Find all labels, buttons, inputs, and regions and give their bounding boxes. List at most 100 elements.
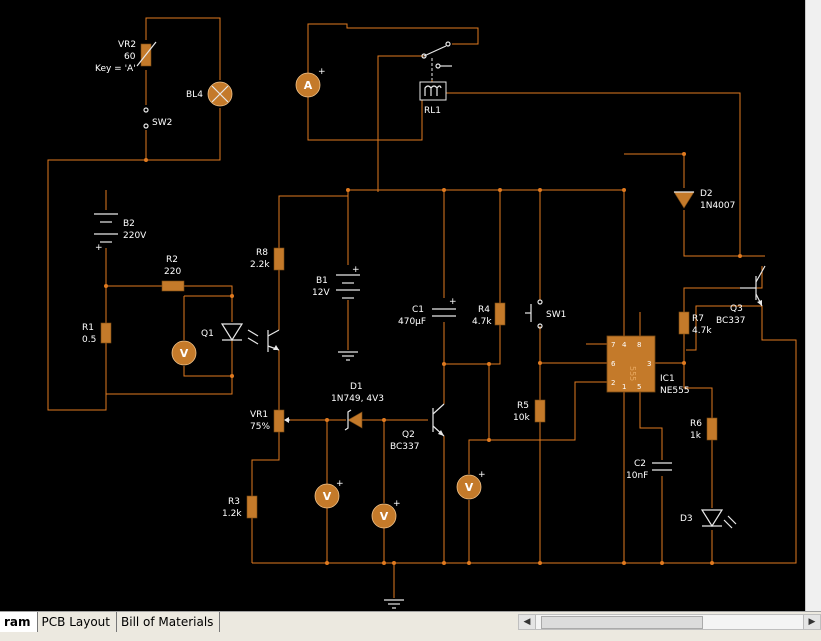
scroll-left-button[interactable]: ◀ <box>519 615 536 629</box>
r2-resistor[interactable]: R2 220 <box>161 255 185 292</box>
c2-value: 10nF <box>626 471 648 481</box>
q2-ref: Q2 <box>402 430 415 440</box>
r6-resistor[interactable]: R6 1k <box>690 417 718 441</box>
d2-ref: D2 <box>700 189 713 199</box>
bl4-ref: BL4 <box>186 90 203 100</box>
r6-ref: R6 <box>690 419 702 429</box>
b1-battery[interactable]: + B1 12V <box>312 265 360 299</box>
ground-symbol-main <box>384 599 404 609</box>
wires <box>47 17 797 598</box>
d3-led[interactable]: D3 <box>680 509 737 529</box>
svg-text:+: + <box>393 499 401 509</box>
c2-ref: C2 <box>634 459 646 469</box>
svg-text:+: + <box>318 67 326 77</box>
r2-value: 220 <box>164 267 181 277</box>
vm1-symbol: V <box>180 347 189 360</box>
r2-ref: R2 <box>166 255 178 265</box>
tab-bill-of-materials[interactable]: Bill of Materials <box>117 612 221 632</box>
svg-text:8: 8 <box>637 341 641 349</box>
r7-ref: R7 <box>692 314 704 324</box>
sw1-ref: SW1 <box>546 310 566 320</box>
svg-text:1: 1 <box>622 383 626 391</box>
r7-value: 4.7k <box>692 326 712 336</box>
junctions <box>104 152 742 565</box>
r1-ref: R1 <box>82 323 94 333</box>
svg-text:+: + <box>336 479 344 489</box>
r8-ref: R8 <box>256 248 268 258</box>
vr2-value: 60 <box>124 52 136 62</box>
vr1-ref: VR1 <box>250 410 268 420</box>
vm4-symbol: V <box>465 481 474 494</box>
q3-value: BC337 <box>716 316 745 326</box>
r3-ref: R3 <box>228 497 240 507</box>
scroll-thumb[interactable] <box>541 616 703 629</box>
horizontal-scrollbar[interactable]: ◀ ▶ <box>518 614 821 630</box>
b1-ref: B1 <box>316 276 328 286</box>
ic1-555-timer[interactable]: 555 7 4 8 6 3 2 1 5 IC1 NE555 <box>606 335 690 396</box>
ic1-value: NE555 <box>660 386 690 396</box>
vr1-value: 75% <box>250 422 270 432</box>
q2-transistor[interactable]: Q2 BC337 <box>390 403 445 452</box>
c1-capacitor[interactable]: + C1 470µF <box>398 297 457 327</box>
schematic-diagram[interactable]: VR2 60 Key = 'A' SW2 BL4 A + RL1 <box>0 0 805 611</box>
r7-resistor[interactable]: R7 4.7k <box>678 311 712 336</box>
svg-text:+: + <box>352 265 360 275</box>
b2-ref: B2 <box>123 219 135 229</box>
b2-value: 220V <box>123 231 147 241</box>
r1-value: 0.5 <box>82 335 96 345</box>
vr2-ref: VR2 <box>118 40 136 50</box>
tab-pcb-layout[interactable]: PCB Layout <box>38 612 117 632</box>
vr2-rheostat[interactable]: VR2 60 Key = 'A' <box>95 40 157 74</box>
svg-text:3: 3 <box>647 360 651 368</box>
d3-ref: D3 <box>680 514 693 524</box>
d1-value: 1N749, 4V3 <box>331 394 384 404</box>
sheet-tabs: ram PCB Layout Bill of Materials <box>0 612 221 632</box>
bl4-lamp[interactable]: BL4 <box>186 81 233 107</box>
svg-text:+: + <box>449 297 457 307</box>
r3-resistor[interactable]: R3 1.2k <box>222 495 258 519</box>
ammeter[interactable]: A + <box>295 67 326 98</box>
rl1-relay[interactable]: RL1 <box>419 41 452 116</box>
svg-text:4: 4 <box>622 341 627 349</box>
ammeter-symbol: A <box>304 79 313 92</box>
ic1-ref: IC1 <box>660 374 675 384</box>
q3-transistor[interactable]: Q3 BC337 <box>716 265 766 326</box>
bottom-bar: ram PCB Layout Bill of Materials ◀ ▶ <box>0 611 821 641</box>
b2-battery[interactable]: + B2 220V <box>94 213 147 253</box>
r5-resistor[interactable]: R5 10k <box>513 399 546 423</box>
d2-diode[interactable]: D2 1N4007 <box>673 189 735 211</box>
r4-resistor[interactable]: R4 4.7k <box>472 302 506 327</box>
r1-resistor[interactable]: R1 0.5 <box>82 322 112 345</box>
r4-ref: R4 <box>478 305 490 315</box>
d1-ref: D1 <box>350 382 363 392</box>
ground-symbol-b1 <box>338 351 358 361</box>
r6-value: 1k <box>690 431 702 441</box>
r4-value: 4.7k <box>472 317 492 327</box>
voltmeter-4[interactable]: V + <box>456 470 486 500</box>
voltmeter-3[interactable]: V + <box>371 499 401 529</box>
schematic-canvas[interactable]: VR2 60 Key = 'A' SW2 BL4 A + RL1 <box>0 0 805 611</box>
svg-text:+: + <box>478 470 486 480</box>
svg-text:2: 2 <box>611 379 615 387</box>
r5-ref: R5 <box>517 401 529 411</box>
svg-text:7: 7 <box>611 341 615 349</box>
r5-value: 10k <box>513 413 530 423</box>
sw2-switch[interactable]: SW2 <box>143 107 172 129</box>
tab-schematic[interactable]: ram <box>0 612 38 632</box>
vr2-key: Key = 'A' <box>95 64 136 74</box>
d1-zener-diode[interactable]: D1 1N749, 4V3 <box>331 382 384 431</box>
c2-capacitor[interactable]: C2 10nF <box>626 459 672 481</box>
r8-resistor[interactable]: R8 2.2k <box>250 247 285 271</box>
voltmeter-2[interactable]: V + <box>314 479 344 509</box>
ic1-chip: 555 <box>628 366 637 381</box>
svg-text:+: + <box>95 243 103 253</box>
vr1-potentiometer[interactable]: VR1 75% <box>250 409 290 433</box>
vm3-symbol: V <box>380 510 389 523</box>
sw1-pushbutton[interactable]: SW1 <box>525 299 566 329</box>
q2-value: BC337 <box>390 442 419 452</box>
q1-optocoupler[interactable]: Q1 <box>201 323 280 352</box>
voltmeter-1[interactable]: V <box>171 340 197 366</box>
rl1-ref: RL1 <box>424 106 441 116</box>
vertical-scrollbar[interactable] <box>805 0 821 611</box>
scroll-right-button[interactable]: ▶ <box>803 615 820 629</box>
